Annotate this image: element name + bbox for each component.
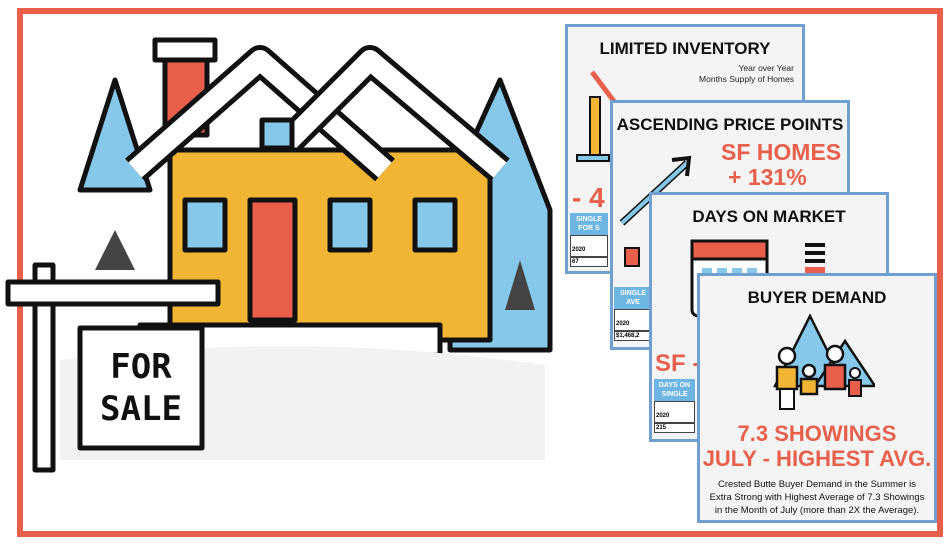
sign-post [32, 262, 56, 473]
card-title: BUYER DEMAND [747, 288, 887, 307]
window [182, 197, 228, 253]
window [412, 197, 458, 253]
card-stat: + 131% [728, 164, 807, 190]
window [327, 197, 373, 253]
outer-frame [17, 8, 943, 537]
card-buyer-demand: BUYER DEMAND 7.3 SHOWINGS JULY - HIGHEST… [697, 273, 937, 523]
card-stat: SF - [655, 350, 701, 377]
card-stat: SF HOMES [721, 139, 842, 165]
card-stat: - 4 [572, 182, 605, 213]
card-stat: 7.3 SHOWINGS [737, 421, 897, 446]
family-mountains-icon [772, 313, 875, 410]
card-title: DAYS ON MARKET [692, 207, 846, 226]
card-stat: JULY - HIGHEST AVG. [702, 446, 932, 471]
card-title: LIMITED INVENTORY [599, 39, 771, 58]
sign-text-for: FOR [110, 347, 172, 387]
card-title: ASCENDING PRICE POINTS [616, 115, 844, 134]
card-description: Crested Butte Buyer Demand in the Summer… [709, 479, 925, 516]
house-for-sale-illustration: FOR SALE [5, 37, 553, 473]
sign-text-sale: SALE [100, 389, 182, 429]
door [247, 197, 298, 323]
sign-arm [5, 279, 221, 307]
sign-board [77, 325, 205, 451]
